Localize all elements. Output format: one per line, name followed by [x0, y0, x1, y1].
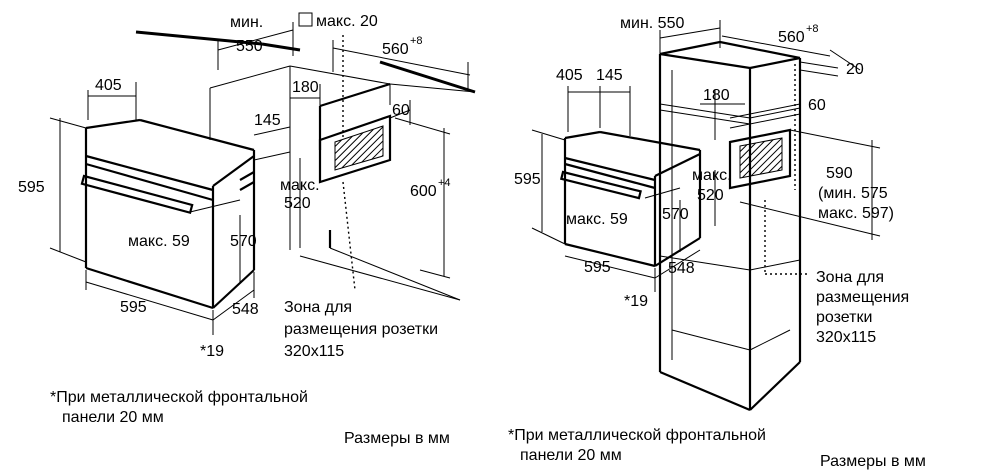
- left-dim-550: 550: [236, 38, 263, 55]
- right-zone-line-3: розетки: [816, 309, 872, 326]
- right-dim-max-label: макс.: [692, 167, 732, 184]
- left-dim-570: 570: [230, 233, 257, 250]
- left-dim-180: 180: [292, 79, 319, 96]
- left-undercounter-diagram: мин. 550 макс. 20 560 +8 405 180 145 60 …: [18, 12, 476, 447]
- left-dim-60: 60: [392, 102, 410, 119]
- left-dim-max-59: макс. 59: [128, 233, 190, 250]
- left-dim-145: 145: [254, 112, 281, 129]
- left-dim-600-sup: +4: [438, 177, 451, 189]
- right-dim-595-height: 595: [514, 171, 541, 188]
- right-dim-560: 560: [778, 29, 805, 46]
- right-zone-line-1: Зона для: [816, 269, 884, 286]
- right-labels: мин. 550 560 +8 20 405 145 180 60 590 (м…: [508, 15, 926, 470]
- left-dimension-lines: [49, 22, 471, 335]
- left-dim-595-width: 595: [120, 299, 147, 316]
- left-oven: [80, 118, 291, 310]
- right-dim-145: 145: [596, 67, 623, 84]
- right-dim-20: 20: [846, 61, 864, 78]
- right-min-550: мин. 550: [620, 15, 684, 32]
- right-footnote-line-2: панели 20 мм: [520, 447, 622, 464]
- right-oven: [559, 130, 702, 268]
- left-zone-line-3: 320x115: [284, 343, 344, 360]
- right-dim-405: 405: [556, 67, 583, 84]
- right-zone-line-2: размещения: [816, 289, 909, 306]
- right-dim-520: 520: [697, 187, 724, 204]
- left-zone-line-2: размещения розетки: [284, 321, 438, 338]
- left-dim-600: 600: [410, 183, 437, 200]
- left-dim-520: 520: [284, 195, 311, 212]
- left-dim-548: 548: [232, 301, 259, 318]
- right-tall-cabinet: [658, 40, 802, 412]
- left-dim-560: 560: [382, 41, 409, 58]
- left-countertop: [135, 30, 476, 94]
- right-dim-max-59: макс. 59: [566, 211, 628, 228]
- left-max-box-icon: [298, 12, 313, 27]
- left-dim-405: 405: [95, 77, 122, 94]
- right-dim-560-sup: +8: [806, 23, 819, 35]
- right-dim-548: 548: [668, 260, 695, 277]
- left-zone-line-1: Зона для: [284, 299, 352, 316]
- right-footnote-line-1: *При металлической фронтальной: [508, 427, 766, 444]
- right-dim-590-min: (мин. 575: [818, 185, 888, 202]
- right-tall-cabinet-diagram: мин. 550 560 +8 20 405 145 180 60 590 (м…: [508, 15, 926, 470]
- left-footnote-line-2: панели 20 мм: [62, 409, 164, 426]
- right-dim-180: 180: [703, 87, 730, 104]
- left-dim-595-height: 595: [18, 179, 45, 196]
- left-star-19: *19: [200, 343, 224, 360]
- left-units: Размеры в мм: [344, 430, 450, 447]
- left-min-label: мин.: [230, 14, 263, 31]
- left-max-20: макс. 20: [316, 13, 378, 30]
- right-dim-60: 60: [808, 97, 826, 114]
- right-socket-zone: [728, 64, 810, 275]
- right-dim-590: 590: [826, 165, 853, 182]
- left-dim-560-sup: +8: [410, 35, 423, 47]
- right-dim-570: 570: [662, 206, 689, 223]
- right-star-19: *19: [624, 293, 648, 310]
- left-socket-zone: [318, 35, 392, 291]
- left-labels: мин. 550 макс. 20 560 +8 405 180 145 60 …: [18, 12, 451, 447]
- right-zone-line-4: 320x115: [816, 329, 876, 346]
- left-footnote-line-1: *При металлической фронтальной: [50, 389, 308, 406]
- right-units: Размеры в мм: [820, 453, 926, 470]
- left-dim-max-label: макс.: [280, 177, 320, 194]
- left-oven-handle: [80, 174, 194, 215]
- right-oven-handle: [559, 170, 642, 200]
- right-dimension-lines: [531, 20, 881, 292]
- right-dim-595-width: 595: [584, 259, 611, 276]
- right-dim-590-max: макс. 597): [818, 205, 894, 222]
